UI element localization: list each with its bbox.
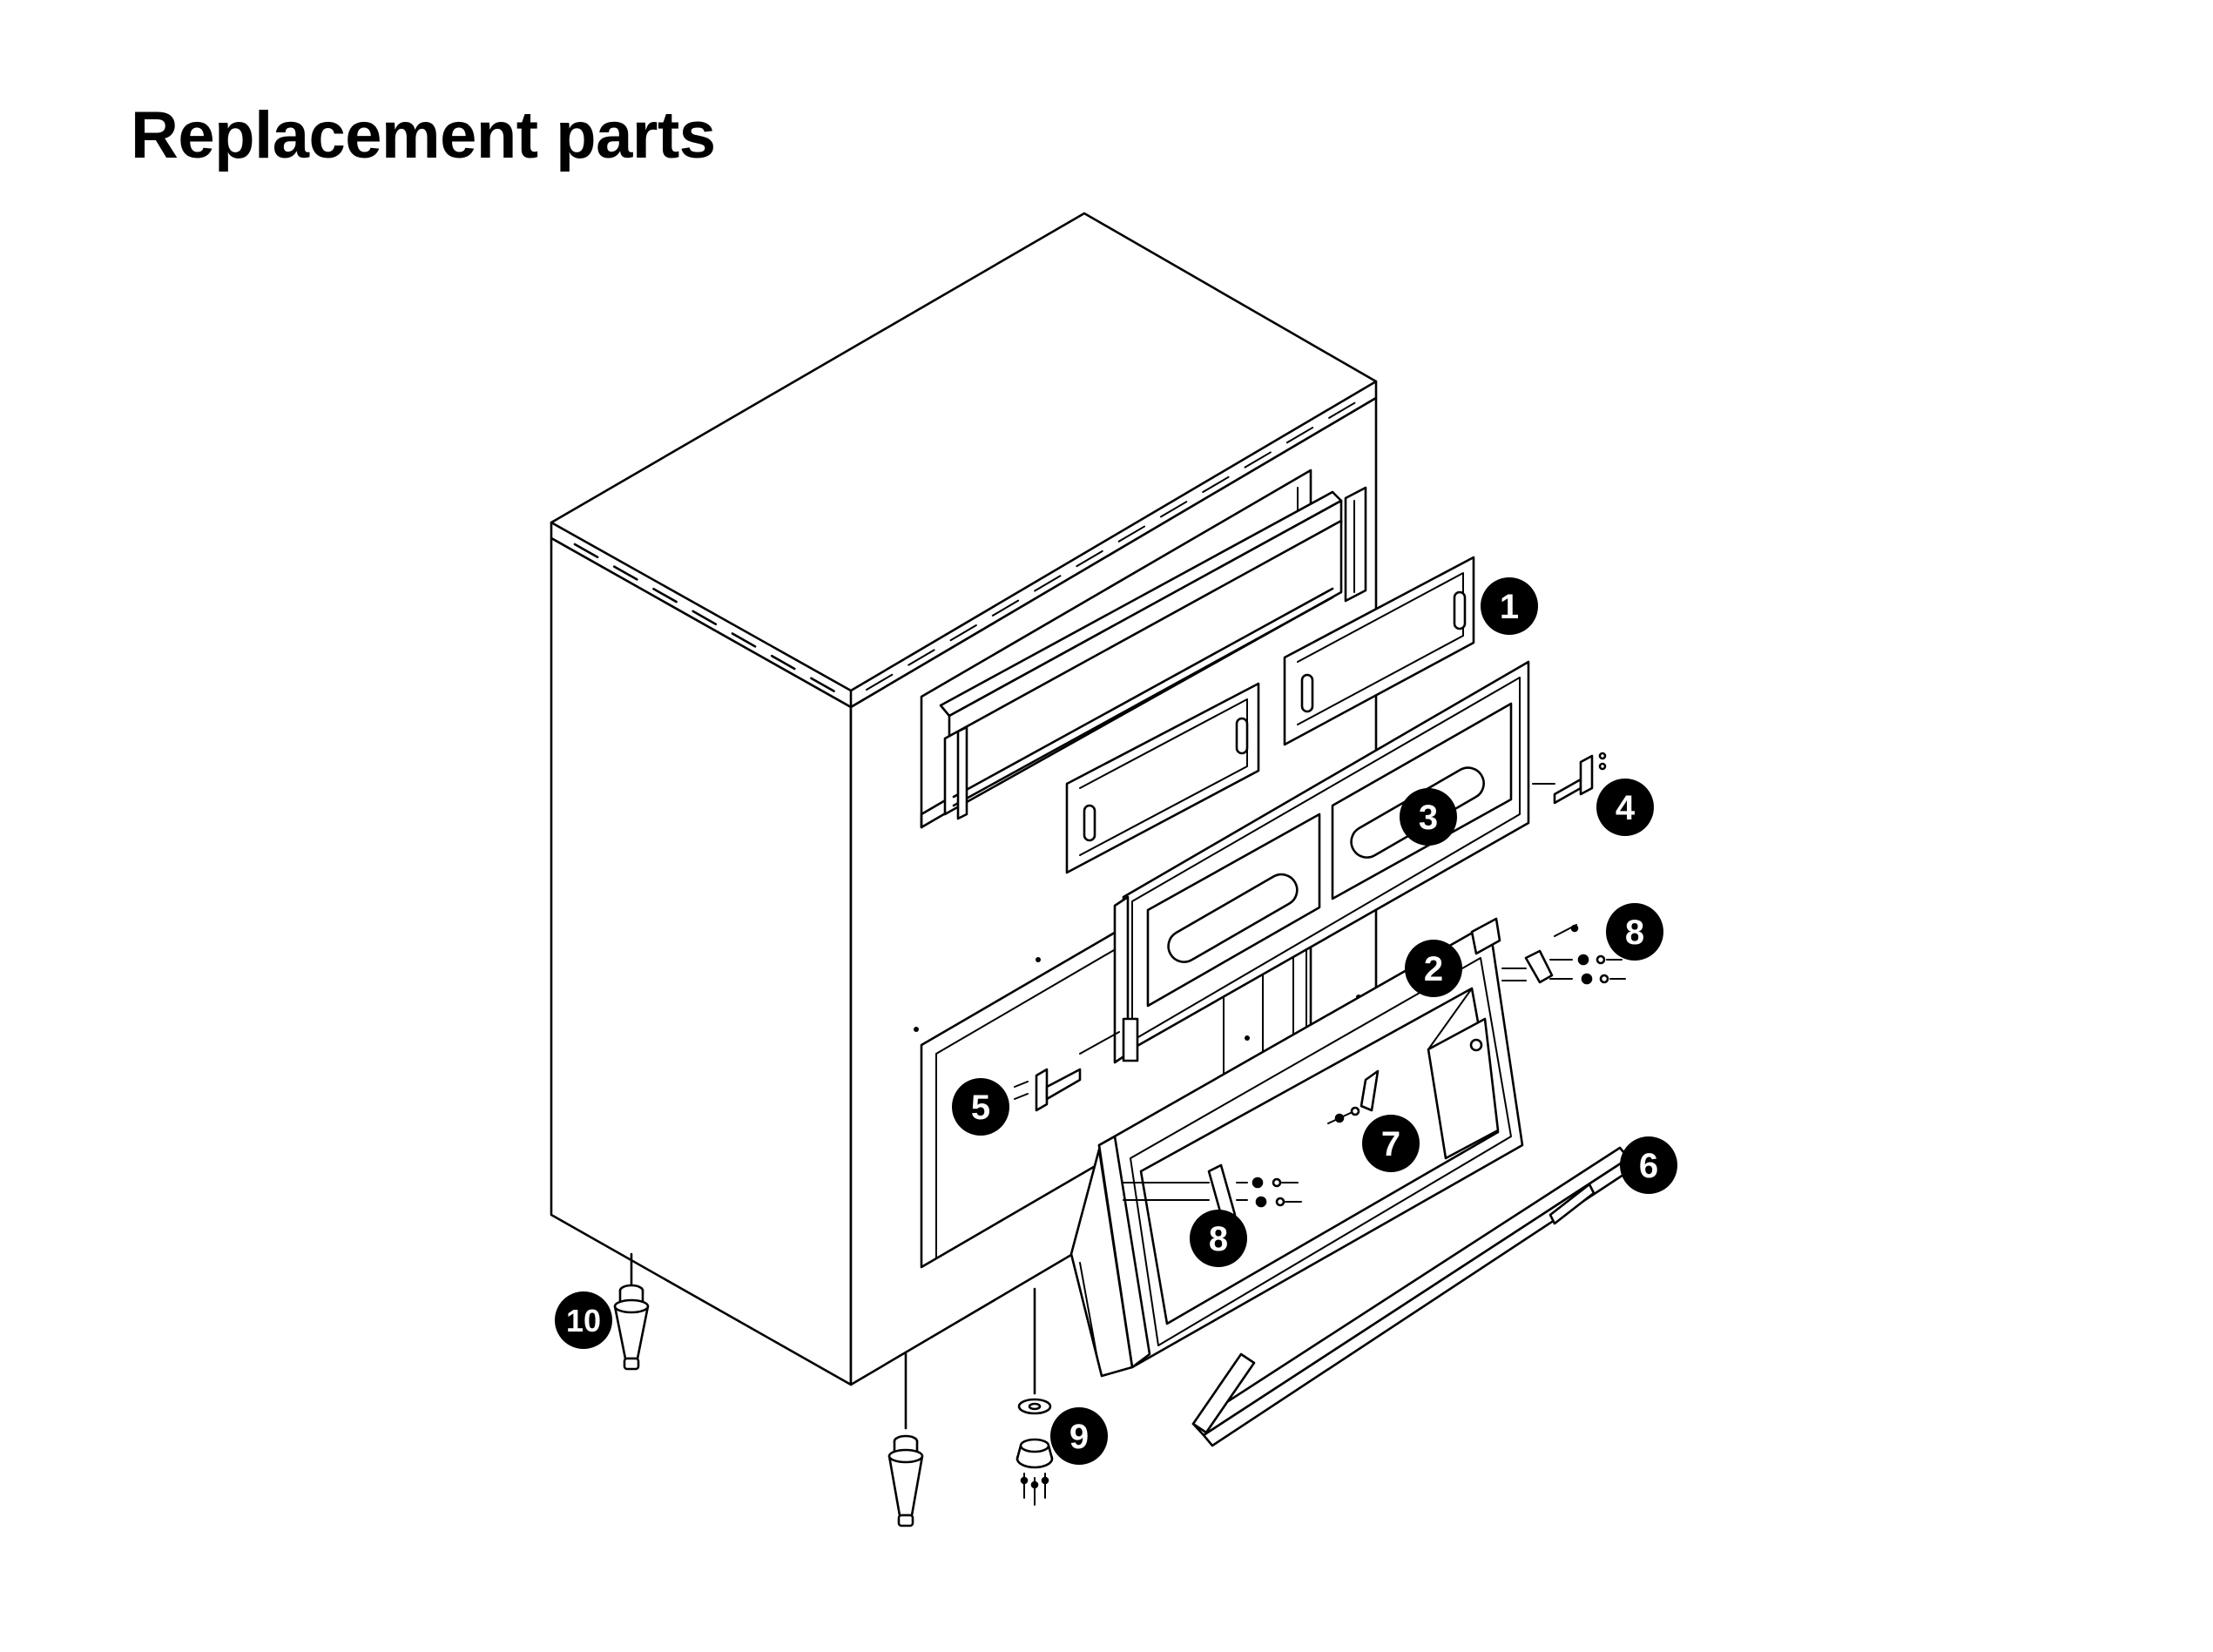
callout-8-upper-label: 8 (1625, 914, 1644, 952)
callout-1: 1 (1481, 577, 1538, 635)
callout-5-label: 5 (971, 1089, 990, 1127)
part-5-bracket (1014, 1031, 1120, 1112)
page-title: Replacement parts (131, 98, 716, 172)
callout-5: 5 (952, 1078, 1009, 1136)
callout-10-label: 10 (566, 1303, 601, 1338)
callout-2-label: 2 (1424, 950, 1443, 988)
part-4-bracket (1532, 752, 1607, 805)
callout-6: 6 (1620, 1136, 1677, 1194)
part-10-leg-left (613, 1284, 650, 1371)
callout-9-label: 9 (1069, 1418, 1089, 1456)
callout-7-label: 7 (1381, 1125, 1400, 1163)
callout-8-lower: 8 (1190, 1210, 1247, 1267)
callout-10: 10 (555, 1291, 612, 1349)
top-rail-assembly (939, 486, 1367, 820)
callout-6-label: 6 (1639, 1147, 1658, 1185)
part-8-hinge-lower (1123, 1163, 1302, 1223)
callout-3: 3 (1400, 788, 1457, 846)
callout-8-lower-label: 8 (1209, 1220, 1228, 1258)
part-1-upper-panels (1065, 556, 1475, 874)
callout-7: 7 (1362, 1115, 1420, 1172)
part-6-kick-plate (1191, 1146, 1630, 1447)
callout-3-label: 3 (1419, 799, 1438, 837)
callout-4: 4 (1596, 779, 1654, 836)
part-9-caster (1015, 1398, 1054, 1506)
callout-2: 2 (1405, 940, 1462, 997)
callout-4-label: 4 (1616, 789, 1636, 827)
part-10-leg-right (887, 1434, 924, 1527)
part-8-hinge-upper (1501, 924, 1626, 985)
callout-9: 9 (1050, 1407, 1108, 1465)
callout-1-label: 1 (1500, 588, 1519, 626)
callout-8-upper: 8 (1606, 903, 1663, 961)
